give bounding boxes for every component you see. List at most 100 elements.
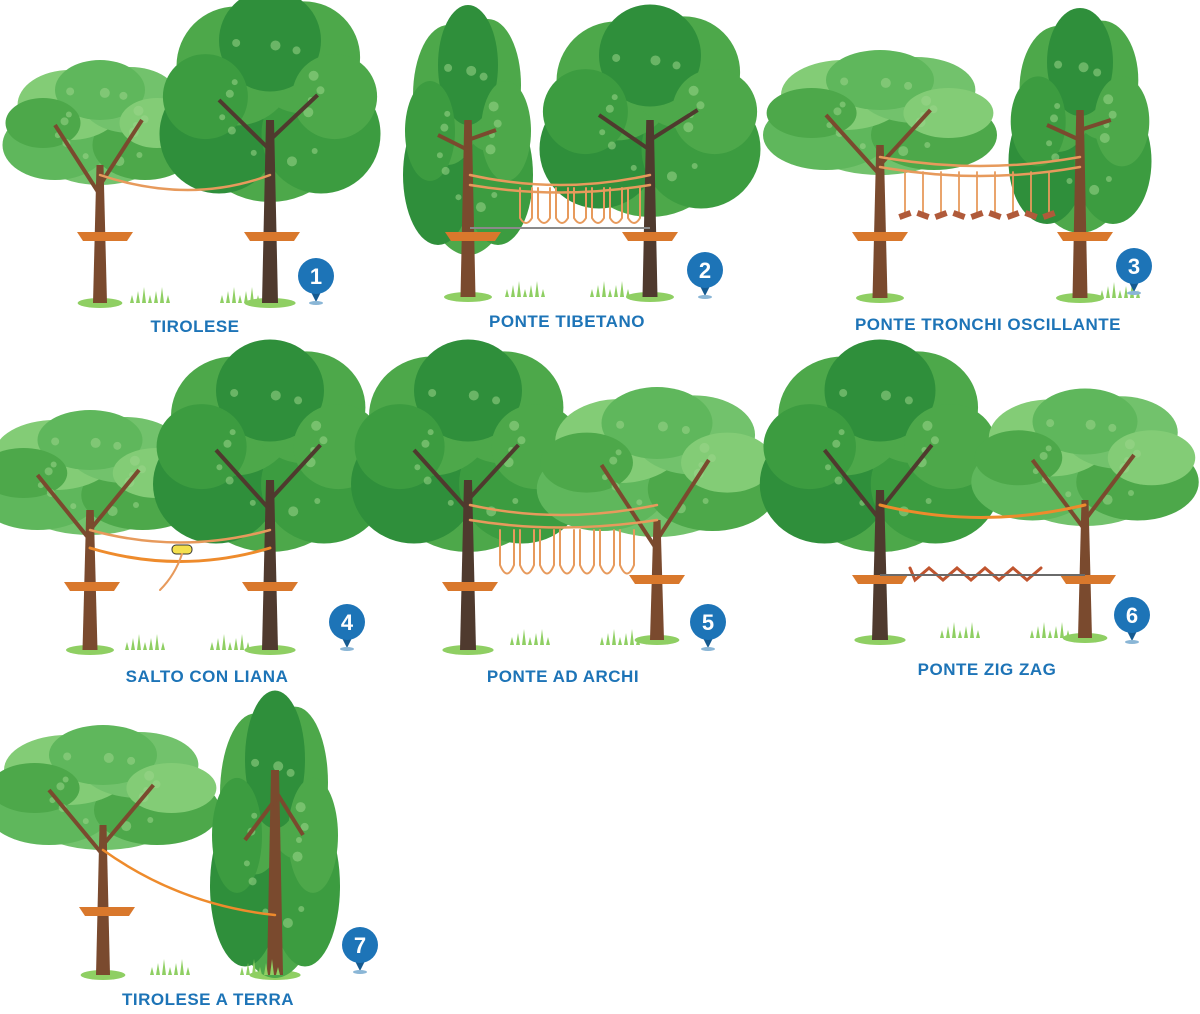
rope [468,503,659,517]
caption-5: PONTE AD ARCHI [486,667,640,686]
tree-canopy [159,0,381,202]
rope [98,173,272,192]
tree-canopy [0,725,220,850]
rope [627,187,641,224]
tree-branch [88,468,141,532]
tree-branch [655,458,711,542]
grass-tuft [125,634,165,650]
tree-branch [273,788,305,837]
rope [101,848,277,917]
tree-branch [1046,123,1081,142]
tree-branch [466,443,520,502]
tree [0,410,204,655]
tree-branch [824,113,882,177]
log-step [1024,210,1038,220]
tree-branch [98,118,144,187]
caption-4: SALTO CON LIANA [125,667,289,686]
rope [159,553,183,591]
number-badge-4: 4 [329,604,365,651]
rope [468,173,652,187]
tree [1008,8,1152,303]
tree-canopy [0,410,204,535]
rope [878,155,1082,168]
tree-branch [268,443,322,502]
tree [971,388,1199,643]
tree-platform [442,582,498,591]
number-badge-5: 5 [690,604,726,651]
tree-branch [412,448,470,512]
tree-branch [599,463,659,552]
tree-trunk [642,120,658,297]
tree-trunk [262,480,278,650]
tree-branch [1030,458,1087,532]
tree [763,50,997,303]
log-step [988,210,1002,220]
grass-tuft [505,281,545,297]
tree-platform [1060,575,1116,584]
tree-platform [1057,232,1113,241]
log-step [1006,210,1020,220]
tree [539,4,761,302]
rope [559,529,575,575]
rope [88,528,272,544]
rope [539,529,555,575]
tree-branch [101,783,155,847]
badge-number: 2 [699,258,711,283]
tree-branch [597,113,652,152]
caption-2: PONTE TIBETANO [489,312,645,331]
caption-1: TIROLESE [150,317,240,336]
badge-number: 5 [702,610,714,635]
rope [537,187,551,224]
grass-tuft [940,622,980,638]
tree-branch [878,443,934,512]
panel-tibetan-bridge: 2 [403,4,761,302]
grass-tuft [510,629,550,645]
rope [599,529,615,575]
grass-tuft [220,287,260,303]
tree-platform [622,232,678,241]
tree-branch [53,123,102,197]
panel-swinging-logs-bridge: 3 [763,8,1152,303]
carabiner [171,544,193,555]
tree-platform [64,582,120,591]
tree-platform [77,232,133,241]
tree [0,725,220,980]
badge-number: 7 [354,933,366,958]
caption-7: TIROLESE A TERRA [121,990,295,1009]
number-badge-7: 7 [342,927,378,974]
badge-number: 4 [341,610,354,635]
tree-trunk [1078,500,1092,638]
rope [878,165,1082,178]
tree-platform [79,907,135,916]
tree [403,5,533,302]
number-badge-2: 2 [687,252,723,299]
rope [573,187,587,224]
tree-branch [217,98,272,152]
tree [210,690,340,980]
rope [619,529,635,575]
badge-number: 1 [310,264,322,289]
tree-trunk [872,490,888,640]
tree-branch [878,108,932,167]
tree-trunk [460,120,476,297]
panel-arch-bridge: 5 [351,339,778,655]
tree-branch [1083,453,1136,522]
grass-tuft [600,629,640,645]
tree-branch [437,133,469,152]
tree-canopy [1008,8,1152,233]
tree-trunk [267,770,283,975]
rope [591,187,605,224]
tree [759,339,1001,645]
rope [519,187,533,224]
tree [536,387,778,645]
tree-canopy [539,4,761,217]
tree-branch [214,448,272,512]
tree-branch [648,108,699,142]
tree-platform [242,582,298,591]
rope [519,529,535,575]
tree-platform [445,232,501,241]
log-step [934,210,948,220]
rope [878,503,1087,519]
tree-branch [47,788,105,857]
